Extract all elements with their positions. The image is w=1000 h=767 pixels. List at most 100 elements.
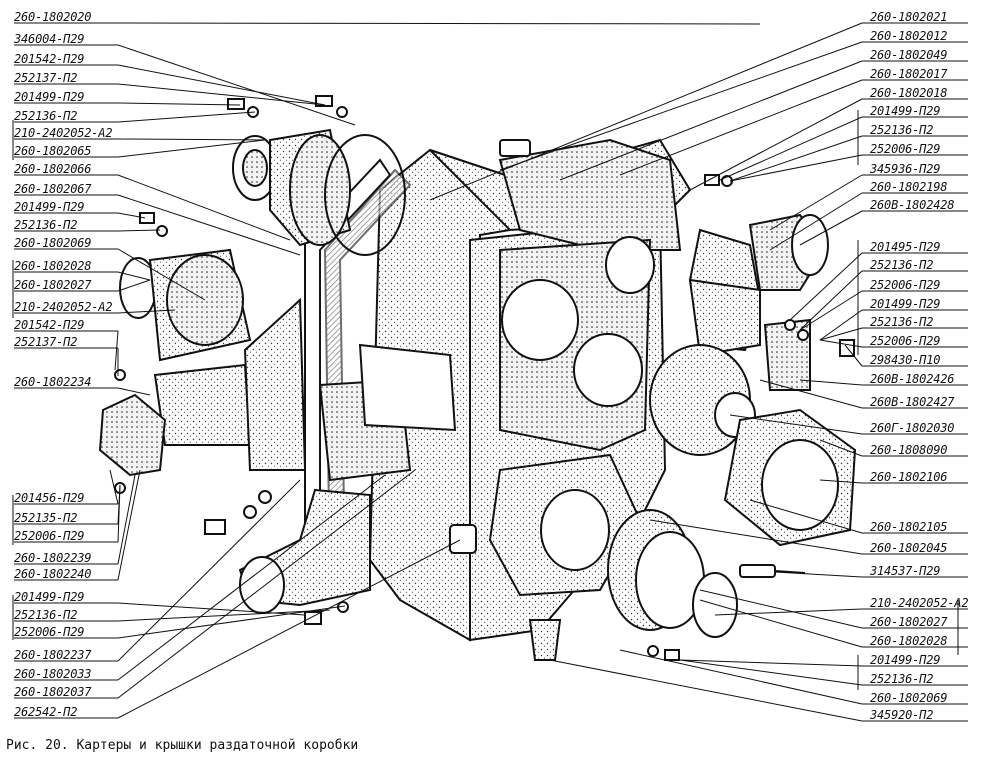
right-middle-covers bbox=[649, 318, 811, 456]
part-label-right: 260-1802198 bbox=[870, 180, 948, 194]
part-label-right: 252136-П2 bbox=[870, 123, 934, 137]
part-label-left: 260-1802033 bbox=[14, 667, 92, 681]
leader-line bbox=[117, 387, 151, 396]
lower-center-housing bbox=[488, 453, 642, 661]
fittings bbox=[114, 95, 855, 661]
part-label-right: 201499-П29 bbox=[870, 653, 941, 667]
leader-line bbox=[117, 469, 416, 699]
part-label-left: 252136-П2 bbox=[14, 218, 78, 232]
part-label-left: 201499-П29 bbox=[14, 200, 85, 214]
leader-line bbox=[799, 379, 863, 386]
lower-left-pipe bbox=[238, 488, 371, 614]
left-cover-plate bbox=[98, 297, 307, 477]
part-label-right: 252006-П29 bbox=[870, 278, 941, 292]
leader-line bbox=[549, 659, 863, 722]
leader-line bbox=[759, 379, 863, 409]
leader-line bbox=[799, 210, 863, 246]
leader-line bbox=[117, 279, 151, 292]
part-label-right: 260-1802021 bbox=[870, 10, 948, 24]
leader-line bbox=[117, 22, 761, 25]
part-label-left: 260-1802066 bbox=[14, 162, 92, 176]
leader-line bbox=[117, 474, 136, 565]
part-label-right: 210-2402052-А2 bbox=[870, 596, 969, 610]
leader-line bbox=[559, 60, 863, 181]
leader-line bbox=[117, 479, 301, 662]
part-label-right: 260В-1802426 bbox=[870, 372, 955, 386]
leader-line bbox=[117, 111, 256, 123]
part-label-right: 252006-П29 bbox=[870, 142, 941, 156]
part-label-left: 260-1802067 bbox=[14, 182, 92, 196]
part-label-right: 260В-1802428 bbox=[870, 198, 955, 212]
leader-line bbox=[117, 609, 331, 622]
part-label-left: 346004-П29 bbox=[14, 32, 85, 46]
part-label-left: 210-2402052-А2 bbox=[14, 126, 113, 140]
leader-line bbox=[117, 64, 326, 106]
label-underlines bbox=[12, 22, 968, 722]
leader-line bbox=[117, 469, 141, 581]
part-label-right: 260-1802106 bbox=[870, 470, 948, 484]
lower-right-flange bbox=[607, 509, 738, 638]
leader-line bbox=[117, 44, 356, 126]
leader-line bbox=[117, 271, 151, 281]
leader-line bbox=[117, 484, 121, 543]
leader-line bbox=[429, 22, 863, 201]
part-label-right: 314537-П29 bbox=[870, 564, 941, 578]
leader-line bbox=[117, 539, 461, 719]
leader-line bbox=[117, 229, 161, 232]
leader-line bbox=[117, 605, 346, 639]
leader-lines bbox=[109, 22, 863, 722]
leader-line bbox=[117, 102, 241, 106]
part-label-right: 298430-П10 bbox=[870, 353, 941, 367]
part-label-right: 345920-П2 bbox=[870, 708, 934, 722]
part-label-right: 260-1802049 bbox=[870, 48, 948, 62]
part-label-left: 260-1802027 bbox=[14, 278, 92, 292]
leader-line bbox=[117, 174, 291, 241]
leader-line bbox=[719, 116, 863, 181]
leader-line bbox=[799, 290, 863, 331]
leader-line bbox=[117, 194, 301, 256]
leader-line bbox=[679, 659, 863, 667]
part-label-right: 252136-П2 bbox=[870, 672, 934, 686]
leader-line bbox=[729, 414, 863, 435]
part-label-left: 260-1802037 bbox=[14, 685, 92, 699]
part-label-right: 260-1802027 bbox=[870, 615, 948, 629]
part-label-left: 260-1802240 bbox=[14, 567, 92, 581]
leader-line bbox=[117, 138, 266, 141]
leader-line bbox=[499, 41, 863, 171]
part-label-left: 201542-П29 bbox=[14, 318, 85, 332]
part-label-left: 201542-П29 bbox=[14, 52, 85, 66]
part-label-left: 262542-П2 bbox=[14, 705, 78, 719]
part-label-left: 260-1802020 bbox=[14, 10, 92, 24]
part-label-right: 260-1808090 bbox=[870, 443, 948, 457]
part-label-right: 260-1802045 bbox=[870, 541, 948, 555]
right-upper-covers bbox=[688, 213, 829, 357]
leader-line bbox=[769, 174, 863, 231]
leader-line bbox=[819, 479, 863, 484]
part-label-left: 201499-П29 bbox=[14, 90, 85, 104]
part-label-right: 260-1802018 bbox=[870, 86, 948, 100]
access-cover bbox=[318, 343, 457, 482]
leader-line bbox=[769, 192, 863, 251]
part-label-left: 260-1802239 bbox=[14, 551, 92, 565]
leader-line bbox=[117, 474, 386, 681]
part-label-right: 252006-П29 bbox=[870, 334, 941, 348]
part-label-left: 252006-П29 bbox=[14, 625, 85, 639]
part-label-left: 252137-П2 bbox=[14, 71, 78, 85]
part-label-right: 260-1802069 bbox=[870, 691, 948, 705]
part-label-right: 260Г-1802030 bbox=[870, 421, 955, 435]
part-label-left: 252006-П29 bbox=[14, 529, 85, 543]
leader-line bbox=[819, 327, 863, 341]
part-label-right: 201499-П29 bbox=[870, 104, 941, 118]
part-label-left: 260-1802028 bbox=[14, 259, 92, 273]
leader-line bbox=[117, 309, 176, 314]
part-label-right: 201495-П29 bbox=[870, 240, 941, 254]
leader-line bbox=[117, 139, 266, 158]
part-label-right: 252136-П2 bbox=[870, 258, 934, 272]
part-label-left: 201456-П29 bbox=[14, 491, 85, 505]
part-label-left: 260-1802069 bbox=[14, 236, 92, 250]
part-label-left: 252137-П2 bbox=[14, 335, 78, 349]
part-label-right: 260В-1802427 bbox=[870, 395, 955, 409]
leader-line bbox=[679, 659, 863, 686]
